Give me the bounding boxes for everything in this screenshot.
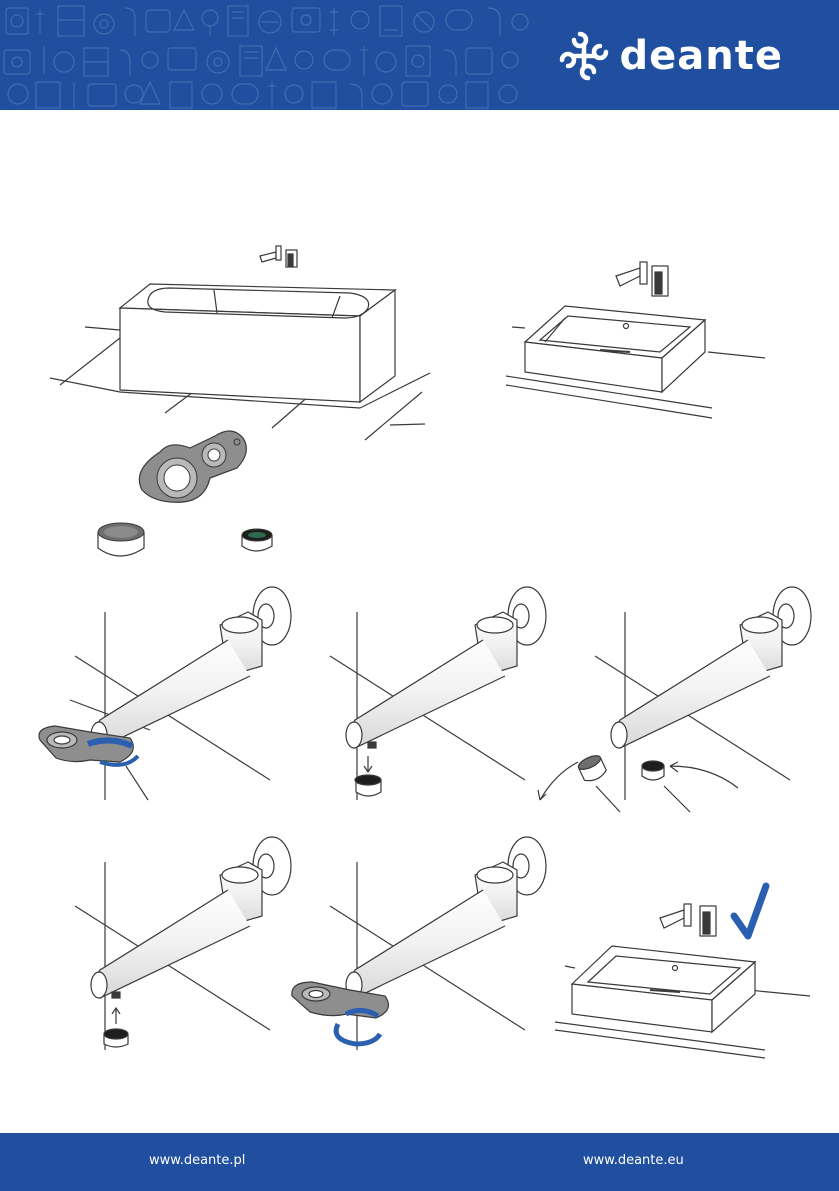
step-2-aerator-removed [330,587,546,800]
aerator-key-tool [139,431,246,502]
step-3-swap-aerators [538,587,811,812]
brand-logo[interactable]: deante [558,30,783,82]
step-5-tighten-aerator [292,837,546,1050]
wall-faucet-small-icon [260,246,297,267]
checkmark-icon [734,886,766,936]
step-4-insert-aerator [75,837,291,1050]
bathtub-scene [50,246,430,440]
aerator-large-icon [98,523,144,556]
wall-faucet-icon [616,262,668,296]
installation-illustrations [0,110,839,1133]
aerator-small-icon [242,529,272,551]
wall-faucet-icon [660,904,716,936]
page-footer: www.deante.pl www.deante.eu [0,1133,839,1191]
website-link-pl[interactable]: www.deante.pl [149,1153,245,1168]
website-link-eu[interactable]: www.deante.eu [583,1153,684,1168]
deante-logo-icon [558,30,610,82]
step-1-remove-aerator [39,587,291,800]
brand-name: deante [620,30,783,82]
page-header: deante [0,0,839,110]
final-washbasin-scene [555,886,810,1058]
washbasin-scene [506,262,765,418]
